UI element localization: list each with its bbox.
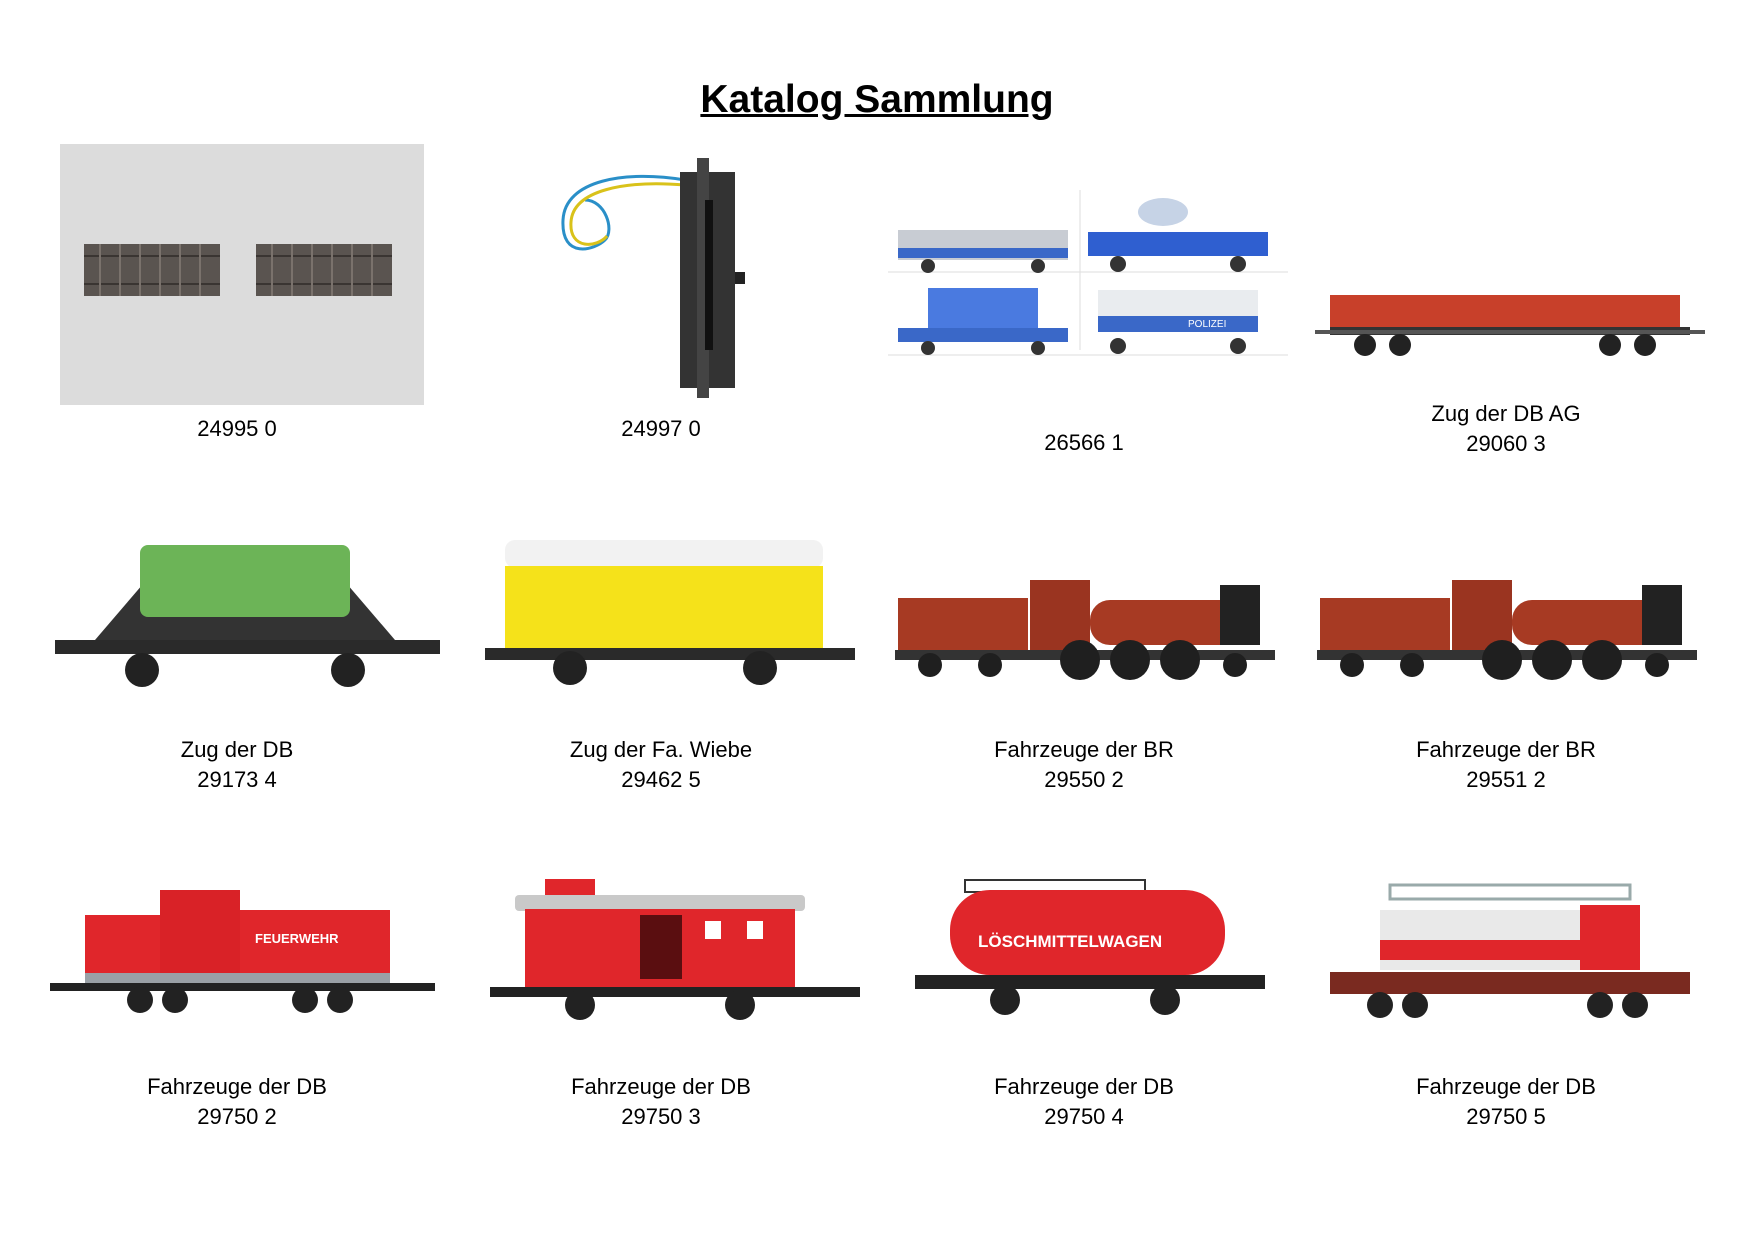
item-number: 29750 4 [1044,1104,1124,1129]
fire-diesel-locomotive-image: FEUERWEHR [45,885,445,1025]
item-name: Fahrzeuge der DB [1416,1074,1596,1099]
item-label: Zug der DB AG 29060 3 [1296,399,1716,459]
item-label: 24997 0 [451,414,871,444]
item-number: 24997 0 [621,416,701,441]
item-number: 29551 2 [1466,767,1546,792]
red-steam-locomotive-image [890,570,1290,685]
fire-caboose-image [485,877,865,1027]
item-number: 24995 0 [197,416,277,441]
track-with-wires-image [545,150,785,400]
item-label: 24995 0 [27,414,447,444]
item-number: 26566 1 [1044,430,1124,455]
police-train-set-image: POLIZEI [888,190,1288,358]
item-number: 29750 5 [1466,1104,1546,1129]
item-label: Fahrzeuge der DB 29750 2 [27,1072,447,1132]
red-steam-locomotive-image [1312,570,1712,685]
item-name: Fahrzeuge der BR [1416,737,1596,762]
item-number: 29550 2 [1044,767,1124,792]
item-label: Fahrzeuge der BR 29550 2 [874,735,1294,795]
yellow-boxcar-image [480,538,860,698]
item-label: Fahrzeuge der DB 29750 5 [1296,1072,1716,1132]
item-name: Fahrzeuge der DB [147,1074,327,1099]
image-lettering: FEUERWEHR [255,931,339,946]
item-name: Zug der Fa. Wiebe [569,737,753,762]
item-number: 29173 4 [197,767,277,792]
fire-truck-flatcar-image [1320,880,1700,1025]
item-name: Zug der DB [180,737,294,762]
item-name: Fahrzeuge der DB [571,1074,751,1099]
page-title: Katalog Sammlung [700,78,1054,121]
red-low-side-wagon-image [1310,285,1710,360]
item-label: Fahrzeuge der DB 29750 3 [451,1072,871,1132]
item-number: 29750 2 [197,1104,277,1129]
tank-wagon-image: LÖSCHMITTELWAGEN [910,875,1270,1025]
item-label: Zug der Fa. Wiebe 29462 5 [451,735,871,795]
item-name: Zug der DB AG [1431,401,1581,426]
item-name: Fahrzeuge der BR [994,737,1174,762]
green-tipper-wagon-image [45,540,445,700]
item-number: 29750 3 [621,1104,701,1129]
item-number: 29462 5 [621,767,701,792]
item-label: 26566 1 [874,428,1294,458]
track-pieces-image [60,144,424,405]
image-lettering: POLIZEI [1188,319,1226,330]
item-name: Fahrzeuge der DB [994,1074,1174,1099]
item-label: Fahrzeuge der BR 29551 2 [1296,735,1716,795]
item-label: Zug der DB 29173 4 [27,735,447,795]
image-lettering: LÖSCHMITTELWAGEN [978,932,1162,951]
item-label: Fahrzeuge der DB 29750 4 [874,1072,1294,1132]
item-number: 29060 3 [1466,431,1546,456]
